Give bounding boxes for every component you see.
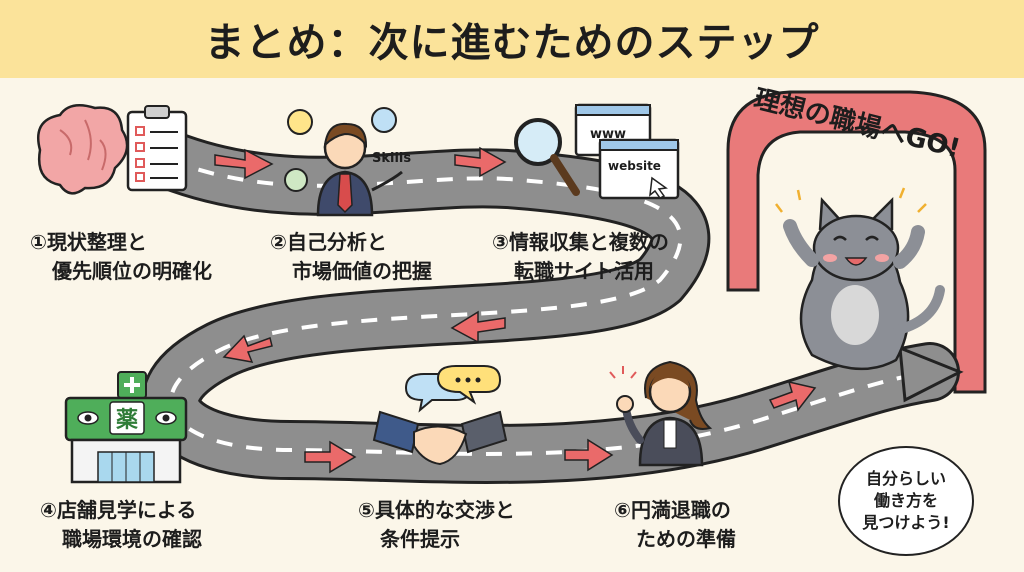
brain-checklist-icon xyxy=(37,103,188,195)
step-6-label: ⑥円満退職の ための準備 xyxy=(614,498,736,551)
arrow-4 xyxy=(222,334,273,363)
step-1-label: ①現状整理と 優先順位の明確化 xyxy=(30,230,212,283)
cat-mascot-icon xyxy=(775,187,945,371)
handshake-icon xyxy=(372,365,508,466)
step-5-label: ⑤具体的な交渉と 条件提示 xyxy=(358,498,515,551)
step-4-label: ④店舗見学による 職場環境の確認 xyxy=(40,498,202,551)
website-label: website xyxy=(608,159,661,173)
waving-woman-icon xyxy=(609,360,713,467)
arrow-3 xyxy=(450,310,506,344)
page-title: まとめ：次に進むためのステップ xyxy=(204,20,820,66)
arrow-7 xyxy=(768,380,817,412)
pharmacy-sign: 薬 xyxy=(116,408,138,433)
magnifier-websites-icon: www website xyxy=(514,103,680,200)
step-3-label: ③情報収集と複数の 転職サイト活用 xyxy=(492,230,669,283)
arrow-2 xyxy=(454,146,507,178)
skills-label: Skills xyxy=(372,151,411,166)
www-label: www xyxy=(590,127,626,142)
arrow-6 xyxy=(564,438,614,472)
arrow-5 xyxy=(304,440,357,474)
pharmacy-store-icon: 薬 xyxy=(64,371,188,484)
encouragement-speech-bubble: 自分らしい 働き方を 見つけよう! xyxy=(838,446,974,556)
businessman-skills-icon: Skills xyxy=(284,107,411,217)
step-2-label: ②自己分析と 市場価値の把握 xyxy=(270,230,432,283)
arrow-1 xyxy=(214,148,274,180)
road-arrows xyxy=(214,146,817,474)
header-banner: まとめ：次に進むためのステップ xyxy=(0,0,1024,78)
